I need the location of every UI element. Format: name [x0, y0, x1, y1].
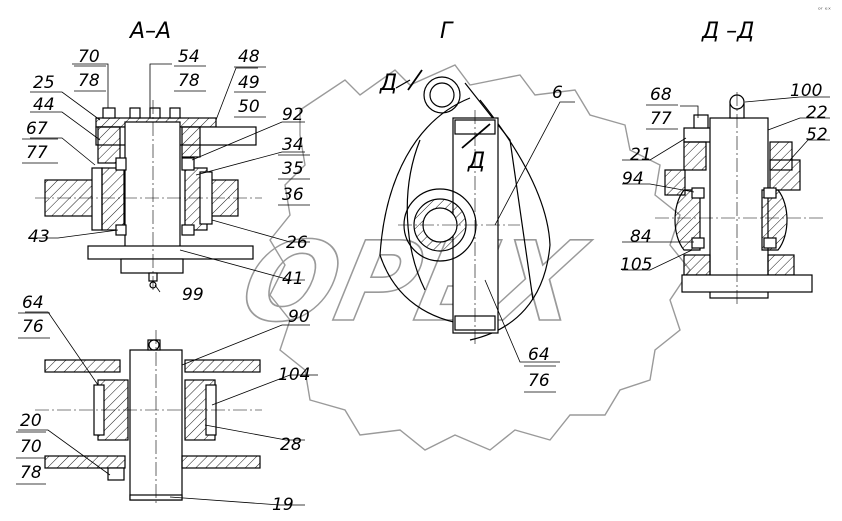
leader-lines	[18, 63, 830, 506]
corner-mark: ᵒʳ ᵉˣ	[818, 6, 831, 14]
label-49: 49	[238, 73, 260, 93]
label-48: 48	[238, 47, 260, 67]
arrow-d-label-1: Д	[379, 71, 397, 96]
label-94: 94	[622, 169, 644, 189]
label-99: 99	[182, 285, 204, 305]
label-22: 22	[806, 103, 828, 123]
label-21: 21	[630, 145, 652, 165]
label-44: 44	[33, 95, 55, 115]
label-43: 43	[28, 227, 50, 247]
label-77: 77	[26, 143, 48, 163]
label-underlines	[16, 65, 678, 485]
label-64: 64	[528, 345, 550, 365]
label-105: 105	[620, 255, 652, 275]
label-25: 25	[33, 73, 55, 93]
arrow-d-label-2: Д	[467, 149, 485, 174]
label-35: 35	[282, 159, 304, 179]
label-34: 34	[282, 135, 304, 155]
label-64: 64	[22, 293, 44, 313]
label-54: 54	[178, 47, 200, 67]
label-76: 76	[528, 371, 550, 391]
label-6: 6	[552, 83, 563, 103]
section-dd-drawing	[655, 92, 825, 305]
label-50: 50	[238, 97, 260, 117]
label-104: 104	[278, 365, 310, 385]
label-70: 70	[78, 47, 100, 67]
section-aa-title: А–А	[128, 19, 171, 44]
watermark-gear	[269, 64, 691, 451]
label-84: 84	[630, 227, 652, 247]
label-26: 26	[286, 233, 308, 253]
lower-left-assembly-drawing	[35, 330, 262, 505]
label-68: 68	[650, 85, 672, 105]
label-78: 78	[20, 463, 42, 483]
section-dd-title: Д –Д	[701, 19, 754, 44]
label-70: 70	[20, 437, 42, 457]
view-g-drawing	[379, 69, 551, 345]
label-90: 90	[288, 307, 310, 327]
label-100: 100	[790, 81, 822, 101]
watermark-text: OPEX	[231, 219, 597, 347]
view-g-title: Г	[440, 19, 454, 44]
label-78: 78	[178, 71, 200, 91]
label-19: 19	[272, 495, 294, 515]
label-36: 36	[282, 185, 304, 205]
label-41: 41	[282, 269, 304, 289]
label-76: 76	[22, 317, 44, 337]
label-67: 67	[26, 119, 48, 139]
label-28: 28	[280, 435, 302, 455]
label-77: 77	[650, 109, 672, 129]
section-aa-drawing	[35, 100, 262, 290]
label-20: 20	[20, 411, 42, 431]
label-78: 78	[78, 71, 100, 91]
label-92: 92	[282, 105, 304, 125]
label-52: 52	[806, 125, 828, 145]
